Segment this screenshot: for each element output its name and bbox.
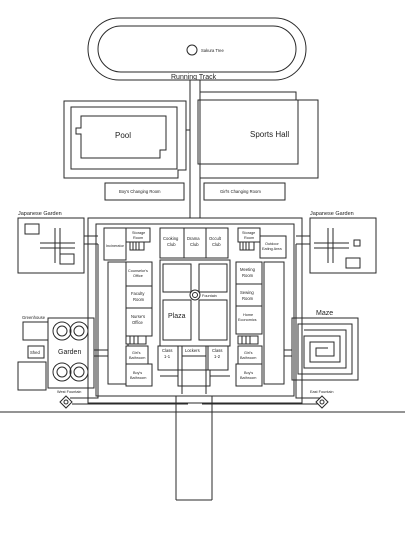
girls-bath-right-label-2: Bathroom bbox=[240, 356, 256, 360]
garden-plot bbox=[17, 361, 47, 391]
home-economics bbox=[235, 305, 263, 335]
stairs-right-bottom bbox=[237, 335, 259, 345]
east-fountain-label: East Fountain bbox=[310, 390, 333, 394]
home-ec-label-1: Home bbox=[243, 313, 253, 317]
stairs-right-top bbox=[239, 241, 255, 251]
class-1-1 bbox=[157, 345, 179, 371]
garden-label: Garden bbox=[58, 349, 81, 356]
nurses-label-1: Nurse's bbox=[131, 314, 145, 319]
sewing-label-1: Sewing bbox=[240, 290, 254, 295]
pool-label: Pool bbox=[115, 131, 131, 140]
shed bbox=[27, 345, 45, 359]
sports-hall: Sports Hall bbox=[197, 91, 319, 179]
maze: Maze bbox=[284, 310, 359, 381]
boys-changing-label: Boy's Changing Room bbox=[119, 189, 161, 194]
east-fountain: East Fountain bbox=[310, 390, 333, 409]
girls-bathroom-left bbox=[125, 345, 149, 365]
boys-bathroom-right bbox=[235, 363, 263, 387]
japanese-garden-right-label: Japanese Garden bbox=[310, 211, 354, 217]
sewing-room bbox=[235, 283, 263, 307]
girls-changing-room bbox=[203, 182, 286, 201]
nurses-label-2: Office bbox=[132, 320, 144, 325]
sakura-tree-label: Sakura Tree bbox=[201, 48, 224, 53]
stairs-left-bottom bbox=[125, 335, 147, 345]
occult-club-label-1: Occult bbox=[209, 236, 222, 241]
running-track-label: Running Track bbox=[171, 74, 217, 81]
girls-bath-right-label-1: Girl's bbox=[244, 351, 253, 355]
outer-paths bbox=[70, 244, 322, 405]
occult-club-label-2: Club bbox=[212, 242, 221, 247]
cooking-club-label-1: Cooking bbox=[163, 236, 179, 241]
sports-hall-label: Sports Hall bbox=[250, 130, 289, 139]
class-1-2-label-2: 1-2 bbox=[214, 354, 221, 359]
girls-bath-left-label-2: Bathroom bbox=[129, 356, 145, 360]
class-1-2 bbox=[207, 345, 229, 371]
west-fountain-label: West Fountain bbox=[57, 390, 81, 394]
storage-right-label-1: Storage bbox=[242, 231, 255, 235]
incinerator bbox=[103, 227, 127, 261]
sewing-label-2: Room bbox=[242, 296, 254, 301]
boys-bathroom-left bbox=[125, 363, 153, 387]
lockers bbox=[181, 345, 207, 357]
shed-label: Shed bbox=[30, 350, 40, 355]
west-fountain: West Fountain bbox=[57, 390, 81, 409]
faculty-label-1: Faculty bbox=[131, 291, 145, 296]
class-1-2-label-1: Class bbox=[212, 348, 222, 353]
incinerator-label: Incinerator bbox=[106, 244, 125, 248]
boys-bath-left-label-1: Boy's bbox=[133, 371, 142, 375]
boys-bath-left-label-2: Bathroom bbox=[130, 376, 146, 380]
sakura-tree-icon bbox=[186, 44, 198, 56]
storage-left-label-2: Room bbox=[133, 236, 143, 240]
girls-bathroom-right bbox=[237, 345, 263, 365]
outdoor-eating-label-1: Outdoor bbox=[265, 242, 279, 246]
entrance-corridor bbox=[160, 356, 230, 394]
japanese-garden-right bbox=[296, 217, 377, 274]
main-road bbox=[175, 396, 213, 501]
greenhouse bbox=[22, 321, 49, 341]
lockers-label: Lockers bbox=[185, 348, 200, 353]
japanese-garden-left bbox=[17, 217, 98, 274]
central-path bbox=[186, 80, 201, 218]
fountain-label: Fountain bbox=[202, 294, 217, 298]
storage-left-label-1: Storage bbox=[132, 231, 145, 235]
storage-right-label-2: Room bbox=[244, 236, 254, 240]
faculty-label-2: Room bbox=[133, 297, 145, 302]
outdoor-eating-area bbox=[259, 235, 287, 259]
girls-bath-left-label-1: Girl's bbox=[132, 351, 141, 355]
counselors-office bbox=[125, 261, 153, 287]
girls-changing-label: Girl's Changing Room bbox=[220, 189, 261, 194]
cooking-club-label-2: Club bbox=[167, 242, 176, 247]
sakura-tree: Sakura Tree bbox=[186, 44, 224, 56]
pool: Pool bbox=[63, 100, 187, 179]
garden-left: Garden bbox=[47, 317, 108, 389]
class-1-1-label-2: 1-1 bbox=[164, 354, 171, 359]
boys-bath-right-label-2: Bathroom bbox=[240, 376, 256, 380]
counselors-label-2: Office bbox=[133, 274, 143, 278]
greenhouse-label: Greenhouse bbox=[22, 315, 46, 320]
maze-label: Maze bbox=[316, 310, 333, 317]
plaza: Fountain Plaza bbox=[159, 259, 231, 347]
class-1-1-label-1: Class bbox=[162, 348, 172, 353]
outdoor-eating-label-2: Eating Area bbox=[262, 247, 283, 251]
japanese-garden-left-label: Japanese Garden bbox=[18, 211, 62, 217]
drama-club-label-2: Club bbox=[190, 242, 199, 247]
meeting-label-2: Room bbox=[242, 273, 254, 278]
drama-club-label-1: Drama bbox=[187, 236, 200, 241]
plaza-label: Plaza bbox=[168, 313, 186, 320]
boys-bath-right-label-1: Boy's bbox=[244, 371, 253, 375]
boys-changing-room bbox=[104, 182, 185, 201]
home-ec-label-2: Economics bbox=[238, 318, 257, 322]
running-track bbox=[87, 17, 307, 81]
cooking-club bbox=[159, 227, 185, 259]
stairs-left-top bbox=[129, 241, 145, 251]
occult-club bbox=[205, 227, 229, 259]
meeting-label-1: Meeting bbox=[240, 267, 256, 272]
counselors-label-1: Counselor's bbox=[128, 269, 148, 273]
